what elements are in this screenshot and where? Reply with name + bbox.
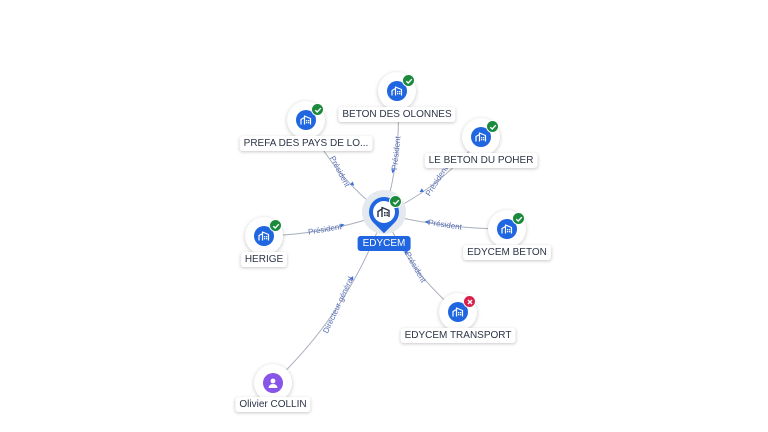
edge-label-beton-des-olonnes: Président (390, 135, 403, 170)
active-status-check-icon (402, 74, 415, 87)
node-label: LE BETON DU POHER (424, 153, 538, 168)
edge-arrow-icon (424, 220, 430, 225)
edge-label-edycem-transport: Président (403, 250, 428, 284)
active-status-check-icon (311, 103, 324, 116)
building-icon (501, 224, 513, 234)
building-icon (377, 206, 390, 217)
node-label: Olivier COLLIN (235, 397, 311, 412)
building-icon (300, 115, 312, 125)
node-label: EDYCEM TRANSPORT (400, 328, 516, 343)
edge-label-olivier-collin: Directeur général (321, 275, 355, 335)
edge-label-edycem-beton: Président (428, 218, 463, 232)
active-status-check-icon (389, 195, 402, 208)
inactive-status-cross-icon (463, 295, 476, 308)
active-status-check-icon (269, 219, 282, 232)
edge-arrow-icon (391, 169, 396, 174)
active-status-check-icon (512, 212, 525, 225)
active-status-check-icon (486, 120, 499, 133)
edge-label-prefa: Président (328, 154, 352, 189)
node-label: HERIGE (240, 252, 288, 267)
edge-arrow-icon (340, 223, 345, 228)
building-icon (475, 132, 487, 142)
edge-arrow-icon (349, 276, 354, 281)
center-icon-holder (373, 201, 395, 223)
edge-arrow-icon (349, 181, 355, 186)
edge-arrow-icon (419, 188, 424, 193)
building-icon (391, 86, 403, 96)
person-icon (268, 378, 278, 388)
node-label: PREFA DES PAYS DE LO... (239, 136, 373, 151)
center-node-label: EDYCEM (357, 236, 411, 251)
building-icon (258, 231, 270, 241)
edge-label-herige: Président (307, 222, 343, 237)
node-label: EDYCEM BETON (463, 245, 551, 260)
node-label: BETON DES OLONNES (338, 107, 456, 122)
edge-label-le-beton-du-poher: Président (424, 164, 450, 198)
building-icon (452, 307, 464, 317)
